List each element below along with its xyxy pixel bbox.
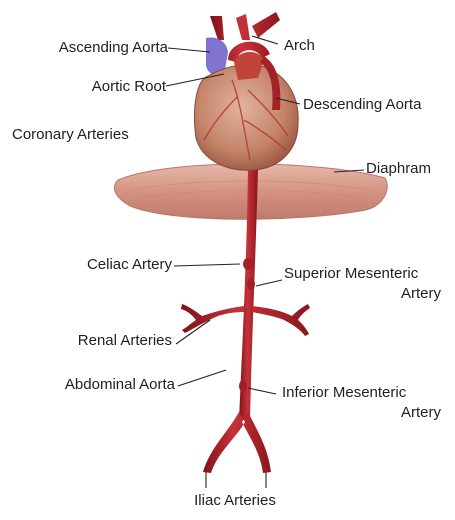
celiac-artery-shape — [243, 258, 253, 270]
inferior-mesenteric-shape — [239, 380, 247, 392]
leader-ascending-aorta — [168, 48, 210, 52]
leader-celiac-artery — [174, 264, 240, 266]
label-abdominal-aorta: Abdominal Aorta — [65, 376, 175, 393]
label-inferior-mesenteric-line1: Inferior Mesenteric — [282, 384, 406, 401]
leader-abdominal-aorta — [178, 370, 226, 386]
label-superior-mesenteric-line1: Superior Mesenteric — [284, 265, 418, 282]
label-ascending-aorta: Ascending Aorta — [59, 39, 168, 56]
label-arch: Arch — [284, 37, 315, 54]
iliac-arteries — [203, 412, 271, 473]
heart — [195, 64, 299, 170]
label-celiac-artery: Celiac Artery — [87, 256, 172, 273]
leader-superior-mesenteric — [256, 280, 282, 286]
superior-mesenteric-shape — [247, 278, 255, 290]
label-inferior-mesenteric-line2: Artery — [401, 404, 441, 421]
label-aortic-root: Aortic Root — [92, 78, 166, 95]
label-diaphram: Diaphram — [366, 160, 431, 177]
leader-inferior-mesenteric — [248, 388, 276, 394]
label-superior-mesenteric-line2: Artery — [401, 285, 441, 302]
label-descending-aorta: Descending Aorta — [303, 96, 421, 113]
label-coronary-arteries: Coronary Arteries — [12, 126, 129, 143]
label-renal-arteries: Renal Arteries — [78, 332, 172, 349]
label-iliac-arteries: Iliac Arteries — [170, 492, 300, 509]
